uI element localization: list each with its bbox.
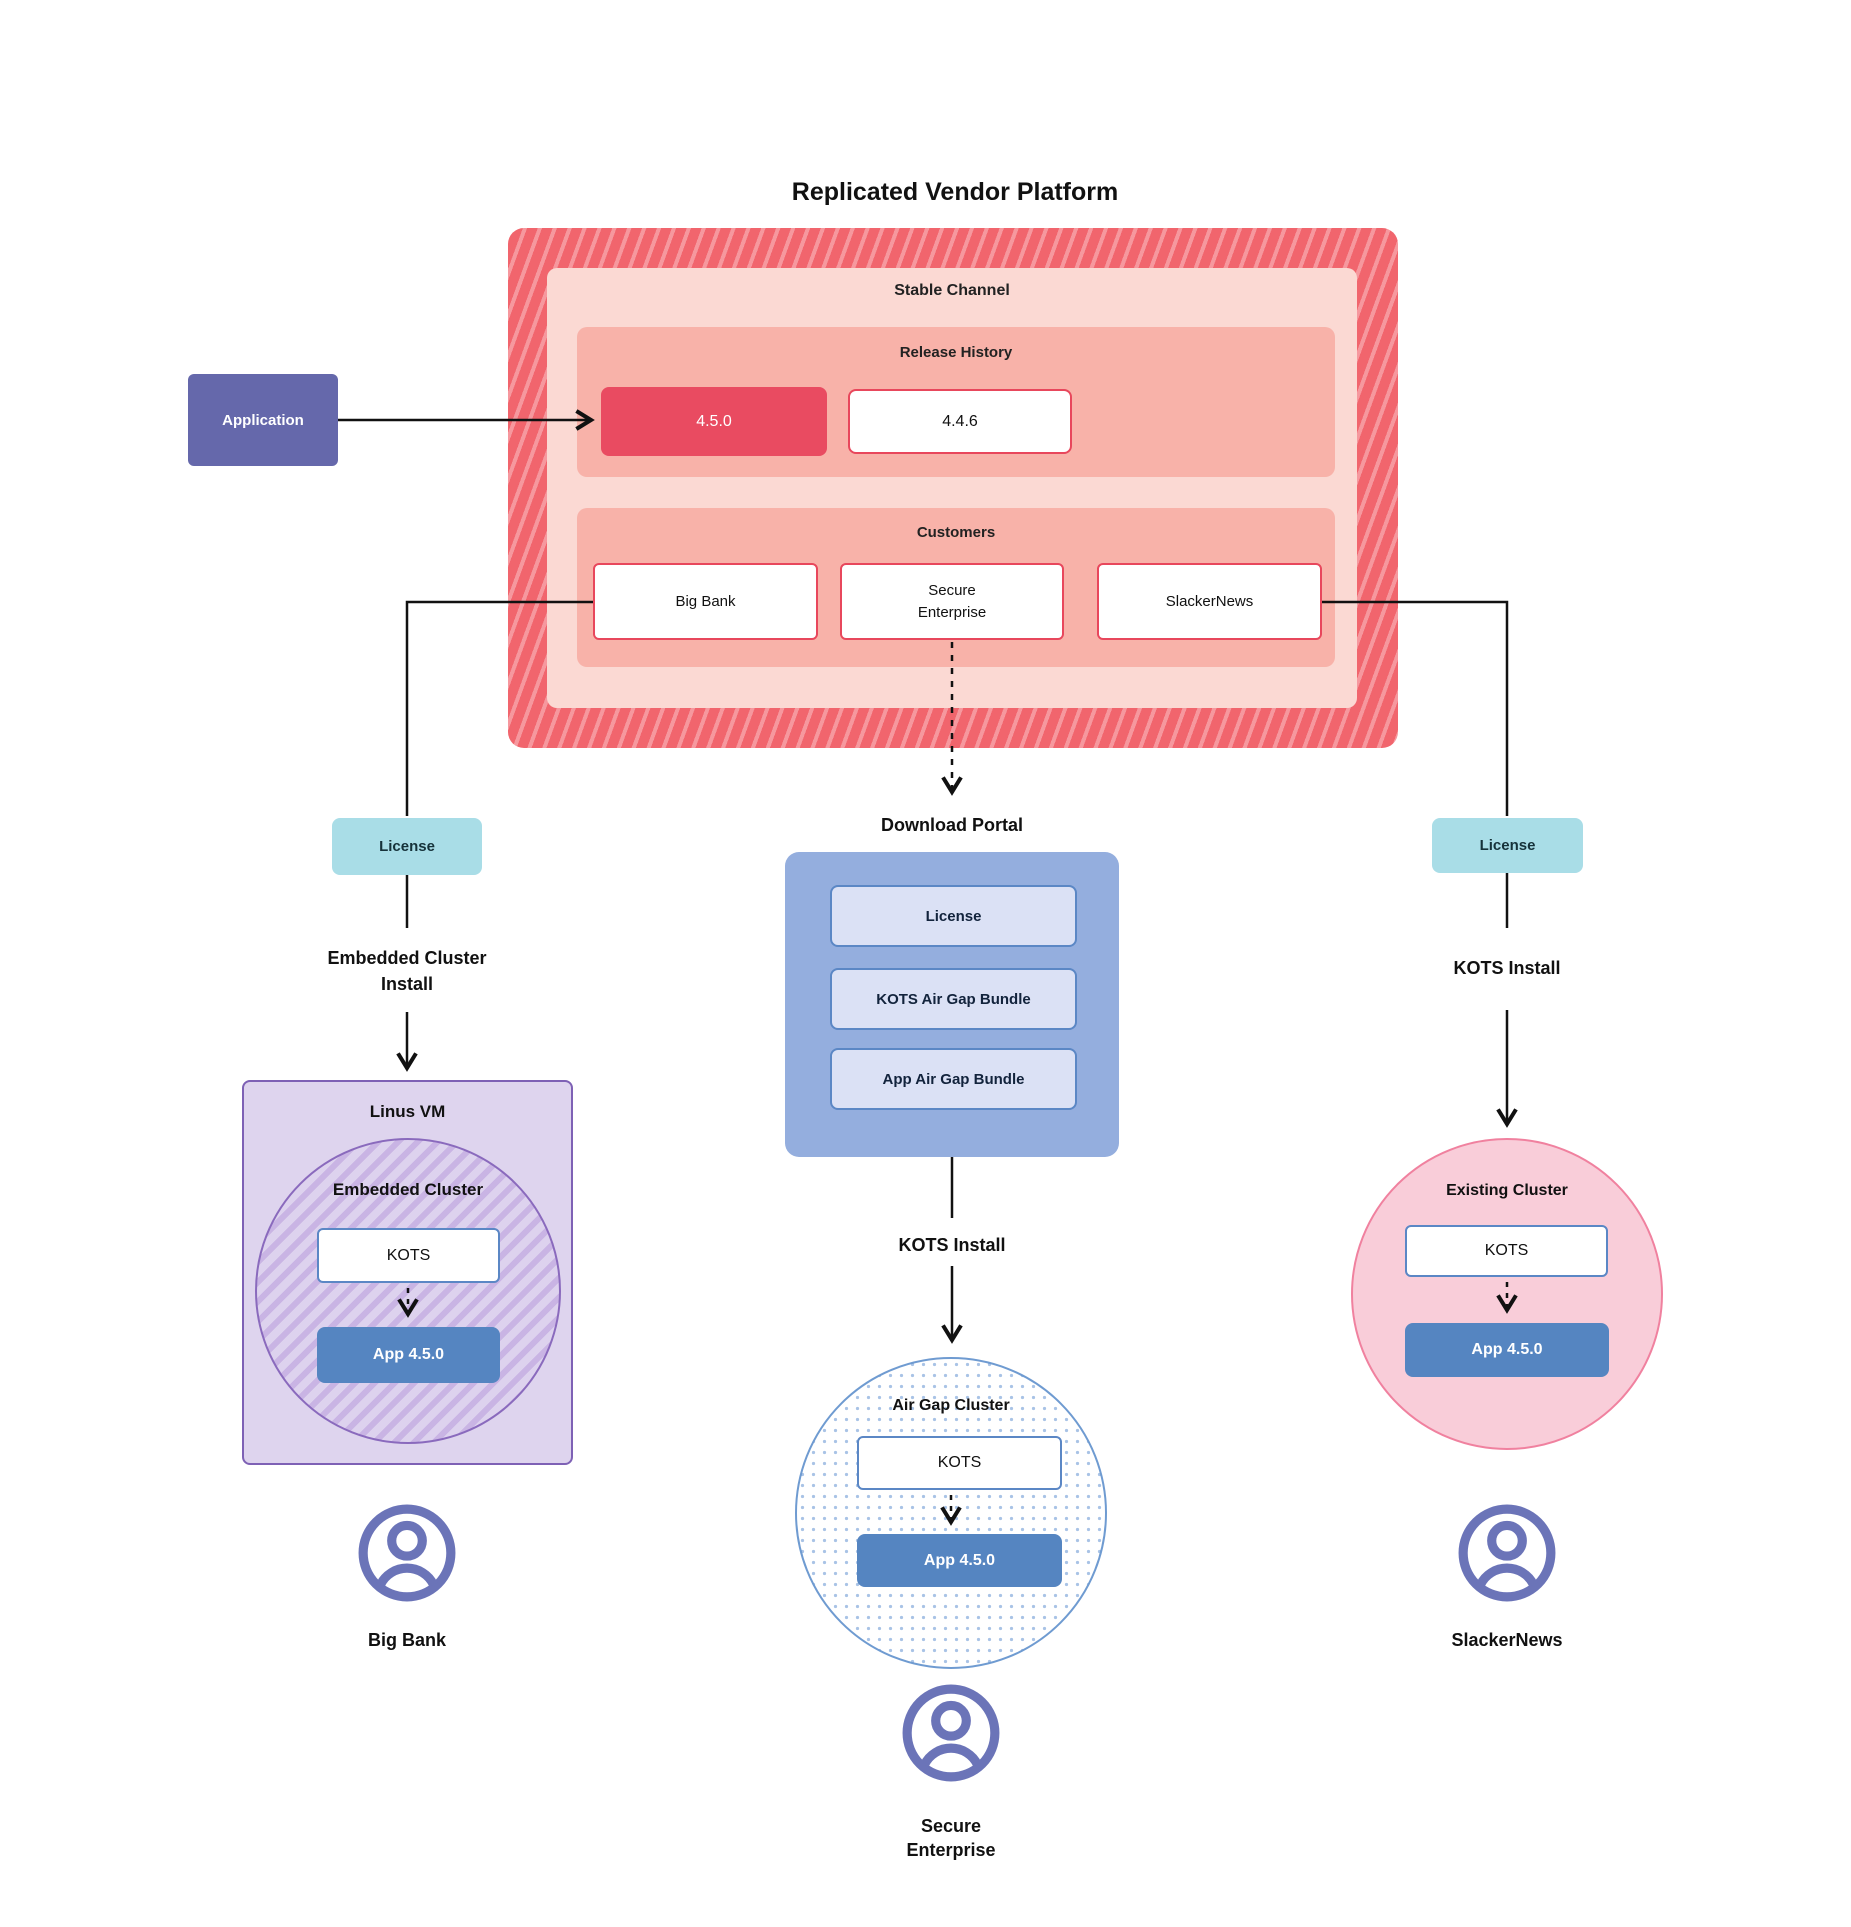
app-box-center: App 4.5.0 — [857, 1534, 1062, 1587]
person-label-slackernews: SlackerNews — [1451, 1630, 1563, 1650]
app-box-right: App 4.5.0 — [1405, 1323, 1609, 1377]
person-label-big-bank: Big Bank — [367, 1630, 446, 1650]
customer-slackernews: SlackerNews — [1097, 563, 1322, 640]
person-label-secure-enterprise: Secure Enterprise — [906, 1816, 996, 1861]
kots-box-left: KOTS — [317, 1228, 500, 1283]
customer-big-bank: Big Bank — [593, 563, 818, 640]
portal-license-item: License — [830, 885, 1077, 947]
embedded-cluster-title: Embedded Cluster — [332, 1180, 484, 1199]
kots-install-label-right: KOTS Install — [1453, 958, 1561, 978]
download-portal-label: Download Portal — [880, 815, 1023, 835]
embedded-cluster-circle: Embedded Cluster — [255, 1138, 561, 1444]
release-history-title: Release History — [899, 344, 1013, 361]
app-box-left: App 4.5.0 — [317, 1327, 500, 1383]
kots-box-center: KOTS — [857, 1436, 1062, 1490]
release-version-previous: 4.4.6 — [848, 389, 1072, 454]
user-icon-slackernews — [1458, 1504, 1556, 1602]
air-gap-cluster-circle: Air Gap Cluster — [795, 1357, 1107, 1669]
diagram-title: Replicated Vendor Platform — [791, 177, 1119, 206]
existing-cluster-title: Existing Cluster — [1446, 1182, 1568, 1199]
portal-app-bundle-item: App Air Gap Bundle — [830, 1048, 1077, 1110]
user-icon-big-bank — [358, 1504, 456, 1602]
linus-vm-title: Linus VM — [369, 1102, 446, 1121]
user-icon-secure-enterprise — [902, 1684, 1000, 1782]
kots-box-right: KOTS — [1405, 1225, 1608, 1277]
customer-secure-enterprise: Secure Enterprise — [840, 563, 1064, 640]
license-badge-left: License — [332, 818, 482, 875]
license-badge-right: License — [1432, 818, 1583, 873]
air-gap-cluster-title: Air Gap Cluster — [892, 1397, 1010, 1414]
release-version-current: 4.5.0 — [601, 387, 827, 456]
application-box: Application — [188, 374, 338, 466]
embedded-cluster-install-label: Embedded Cluster Install — [327, 948, 487, 995]
existing-cluster-circle: Existing Cluster — [1351, 1138, 1663, 1450]
stable-channel-title: Stable Channel — [894, 282, 1010, 299]
kots-install-label-center: KOTS Install — [898, 1235, 1006, 1255]
portal-kots-bundle-item: KOTS Air Gap Bundle — [830, 968, 1077, 1030]
customers-title: Customers — [916, 524, 996, 541]
